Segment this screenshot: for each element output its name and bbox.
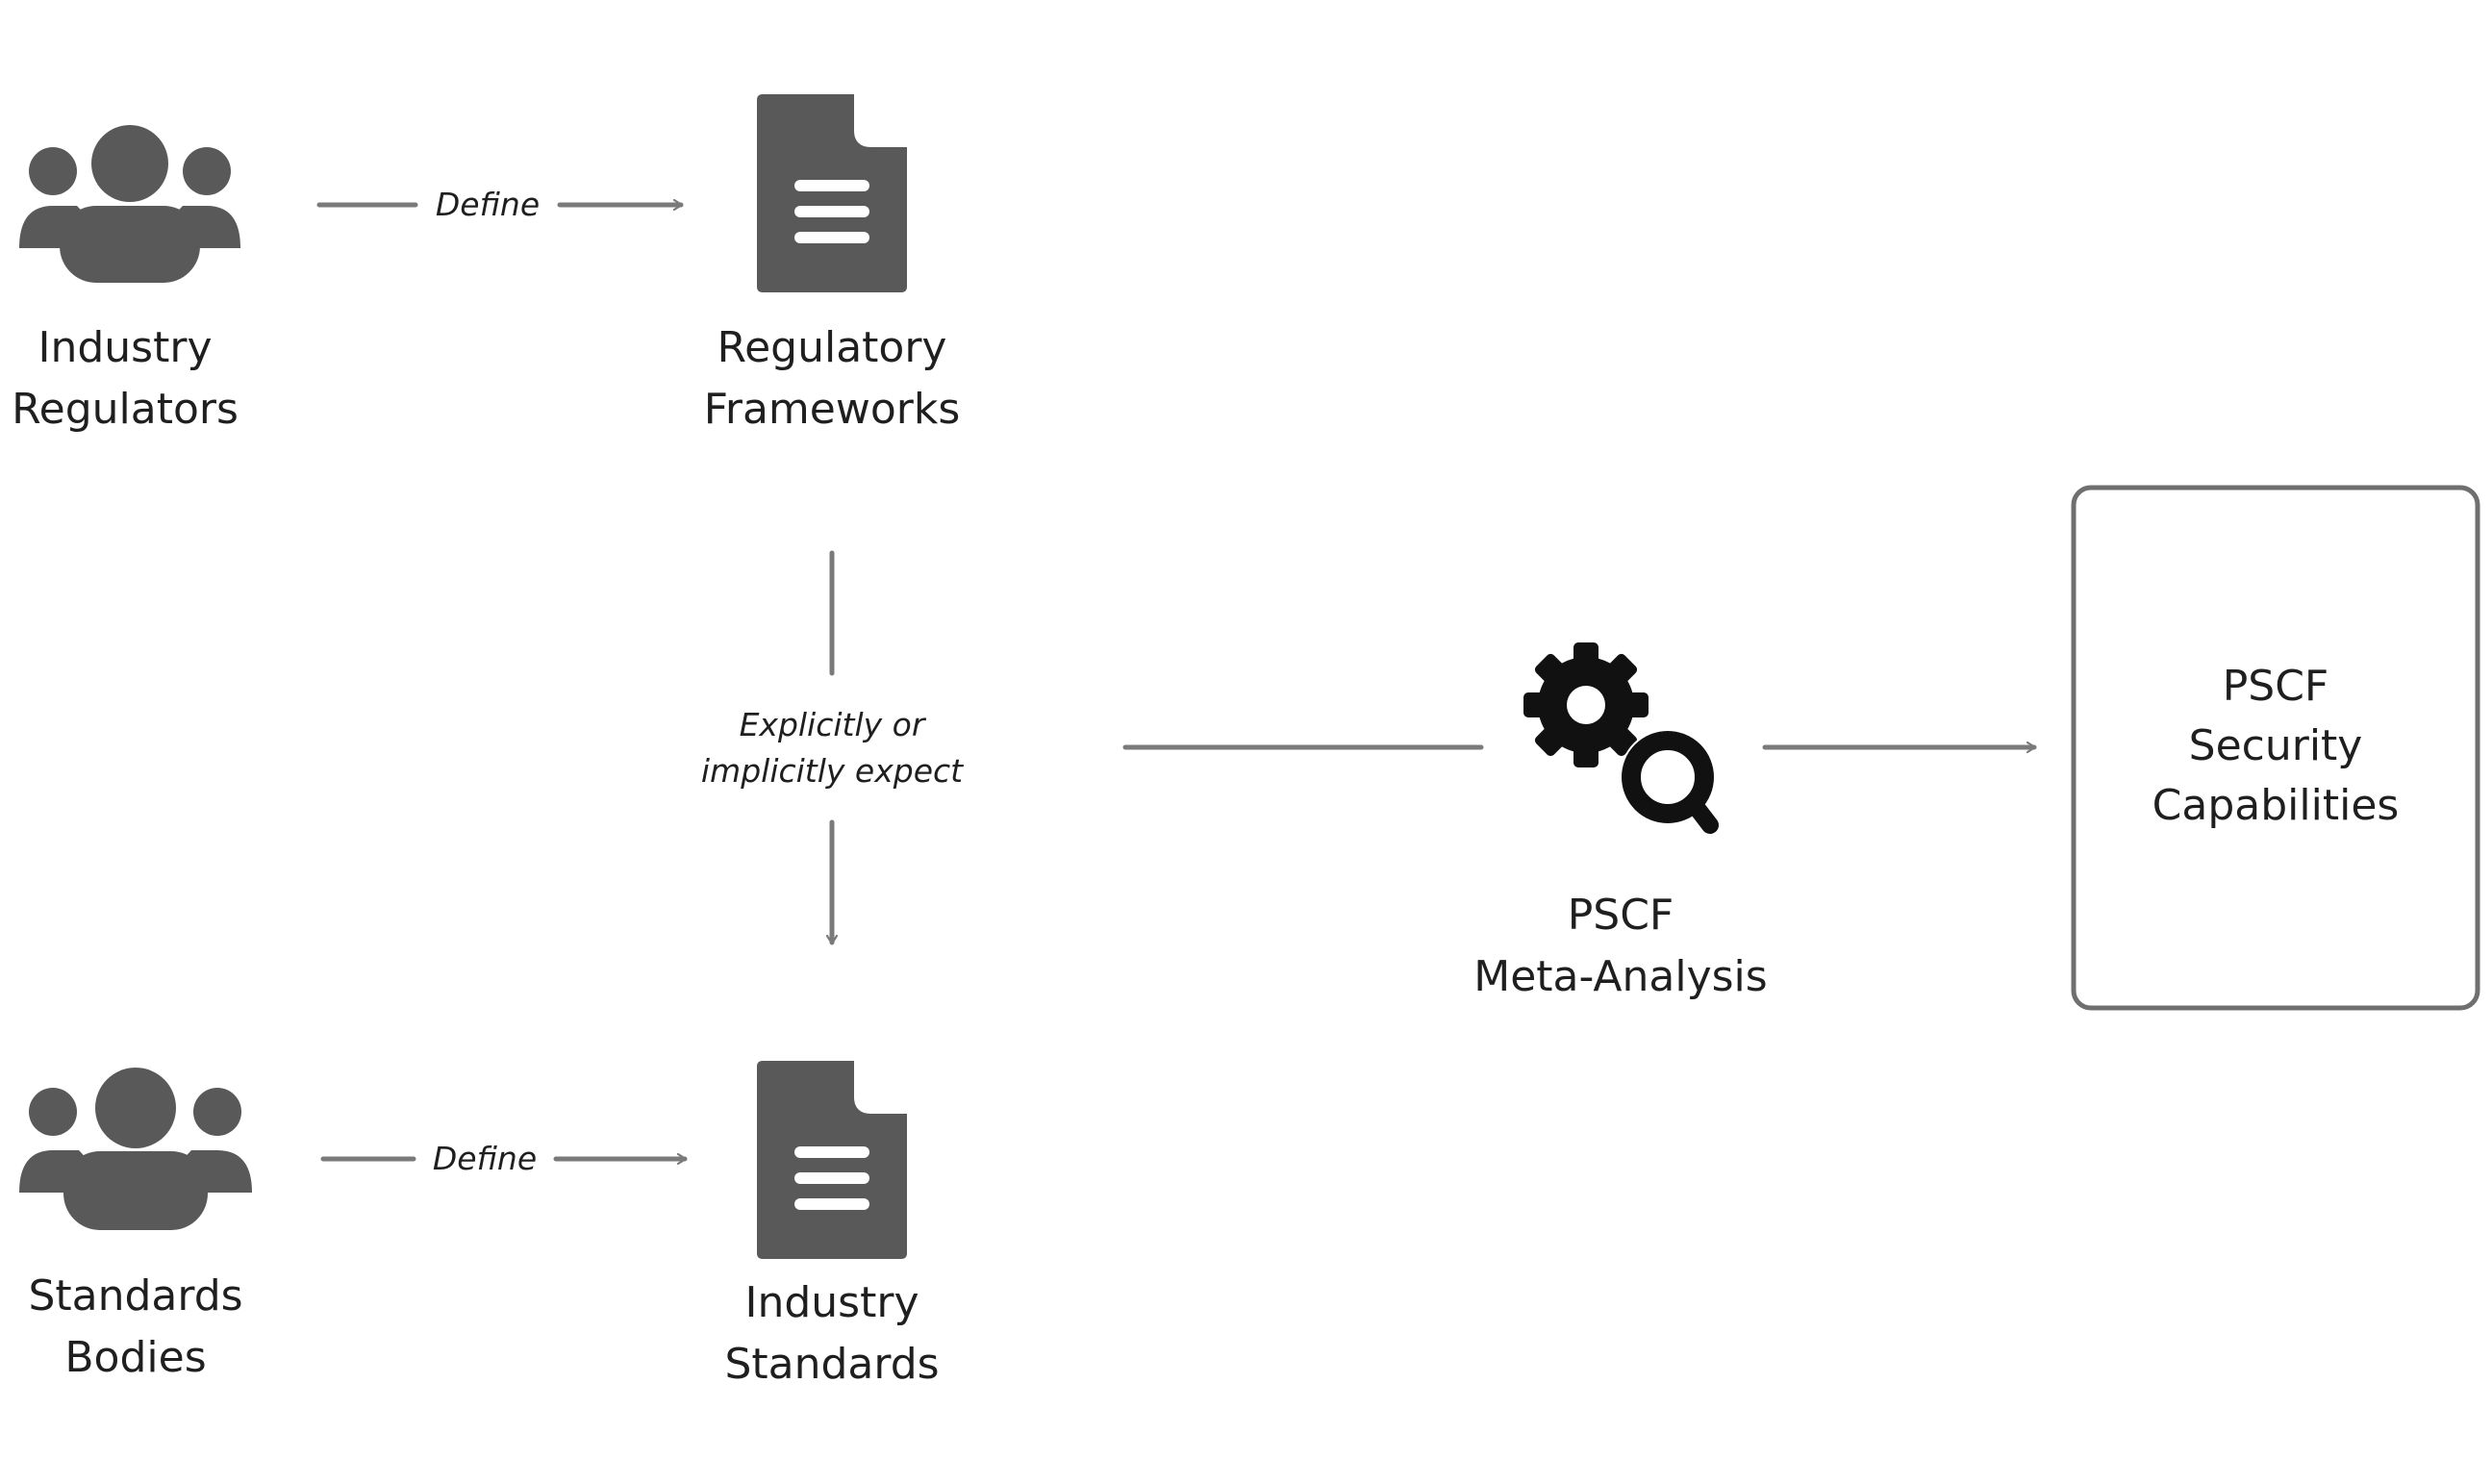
standards-define-label: Define	[417, 1136, 552, 1182]
pscf-security-capabilities-label-line1: PSCF	[2222, 662, 2329, 711]
pscf-meta-analysis-label-line2: Meta-Analysis	[1473, 952, 1768, 1001]
industry-regulators-label: Industry Regulators	[0, 317, 250, 440]
regulators-define-label: Define	[420, 182, 555, 228]
standards-bodies-icon	[19, 1068, 252, 1230]
expect-label: Explicitly or implicitly expect	[688, 702, 976, 794]
expect-label-line2: implicitly expect	[700, 752, 964, 790]
regulatory-frameworks-icon	[757, 89, 912, 292]
standards-bodies-label: Standards Bodies	[0, 1266, 271, 1389]
pscf-meta-analysis-icon	[1523, 642, 1719, 834]
industry-regulators-label-line1: Industry	[38, 323, 213, 372]
pscf-security-capabilities-box	[2071, 485, 2480, 1011]
industry-regulators-label-line2: Regulators	[12, 385, 239, 434]
industry-standards-label-line2: Standards	[724, 1340, 940, 1389]
industry-standards-label-line1: Industry	[744, 1278, 919, 1327]
industry-standards-icon	[757, 1056, 912, 1259]
expect-label-line1: Explicitly or	[739, 706, 925, 743]
industry-regulators-icon	[19, 125, 240, 283]
regulators-define-text: Define	[435, 186, 541, 223]
industry-standards-label: Industry Standards	[688, 1272, 976, 1396]
regulatory-frameworks-label: Regulatory Frameworks	[688, 317, 976, 440]
regulatory-frameworks-label-line1: Regulatory	[717, 323, 947, 372]
pscf-security-capabilities-label: PSCF Security Capabilities	[2074, 657, 2478, 836]
pscf-security-capabilities-label-line3: Capabilities	[2152, 781, 2400, 830]
standards-bodies-label-line2: Bodies	[64, 1333, 207, 1382]
pscf-meta-analysis-label-line1: PSCF	[1567, 891, 1674, 940]
pscf-meta-analysis-label: PSCF Meta-Analysis	[1462, 885, 1779, 1008]
regulatory-frameworks-label-line2: Frameworks	[703, 385, 961, 434]
standards-define-text: Define	[432, 1140, 538, 1177]
standards-bodies-label-line1: Standards	[28, 1271, 243, 1321]
pscf-security-capabilities-label-line2: Security	[2188, 721, 2363, 770]
